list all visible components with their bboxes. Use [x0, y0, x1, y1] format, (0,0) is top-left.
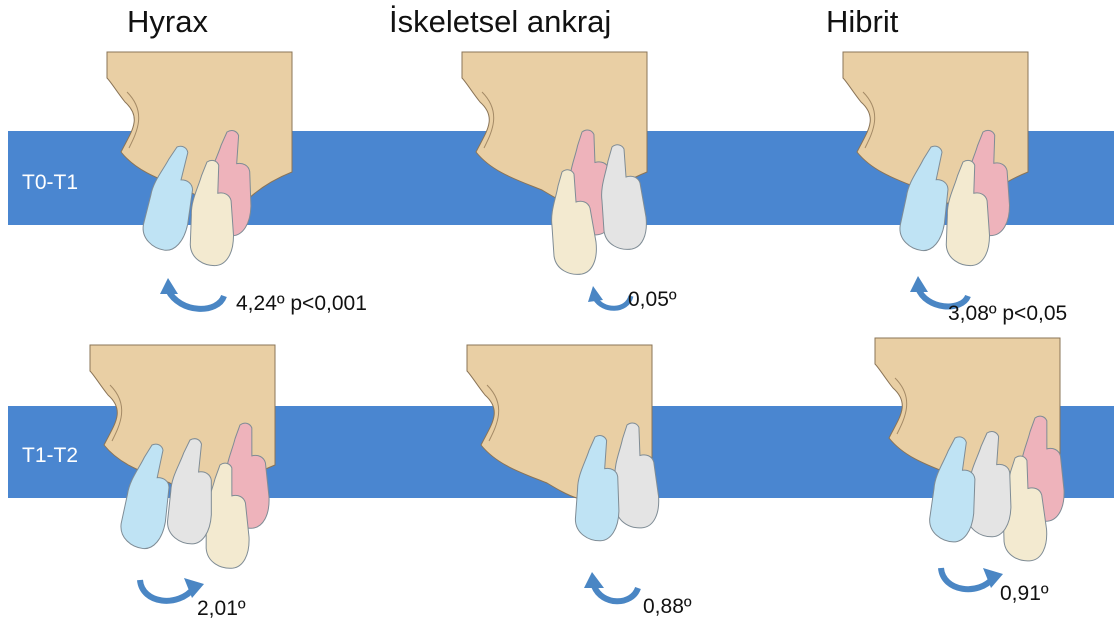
row-label-t1-t2: T1-T2	[22, 444, 78, 468]
illustration-hyrax-t0-t1	[107, 52, 297, 302]
column-title-skeletal-anchorage: İskeletsel ankraj	[389, 4, 611, 40]
rotation-arrow-icon	[158, 276, 228, 316]
rotation-arrow-icon	[935, 558, 1005, 598]
column-title-hyrax: Hyrax	[127, 4, 208, 40]
illustration-skeletal-t0-t1	[462, 52, 652, 302]
value-hybrid-t1-t2: 0,91º	[1000, 582, 1049, 606]
row-label-t0-t1: T0-T1	[22, 171, 78, 195]
value-skeletal-t1-t2: 0,88º	[643, 595, 692, 619]
value-hyrax-t0-t1: 4,24º p<0,001	[236, 292, 367, 316]
illustration-hybrid-t1-t2	[875, 338, 1065, 588]
value-skeletal-t0-t1: 0,05º	[628, 288, 677, 312]
rotation-arrow-icon	[582, 568, 652, 608]
illustration-hybrid-t0-t1	[843, 52, 1033, 302]
illustration-skeletal-t1-t2	[467, 345, 657, 595]
illustration-hyrax-t1-t2	[90, 345, 280, 595]
value-hybrid-t0-t1: 3,08º p<0,05	[948, 302, 1067, 326]
rotation-arrow-icon	[136, 570, 206, 610]
value-hyrax-t1-t2: 2,01º	[197, 597, 246, 621]
column-title-hybrid: Hibrit	[826, 4, 898, 40]
